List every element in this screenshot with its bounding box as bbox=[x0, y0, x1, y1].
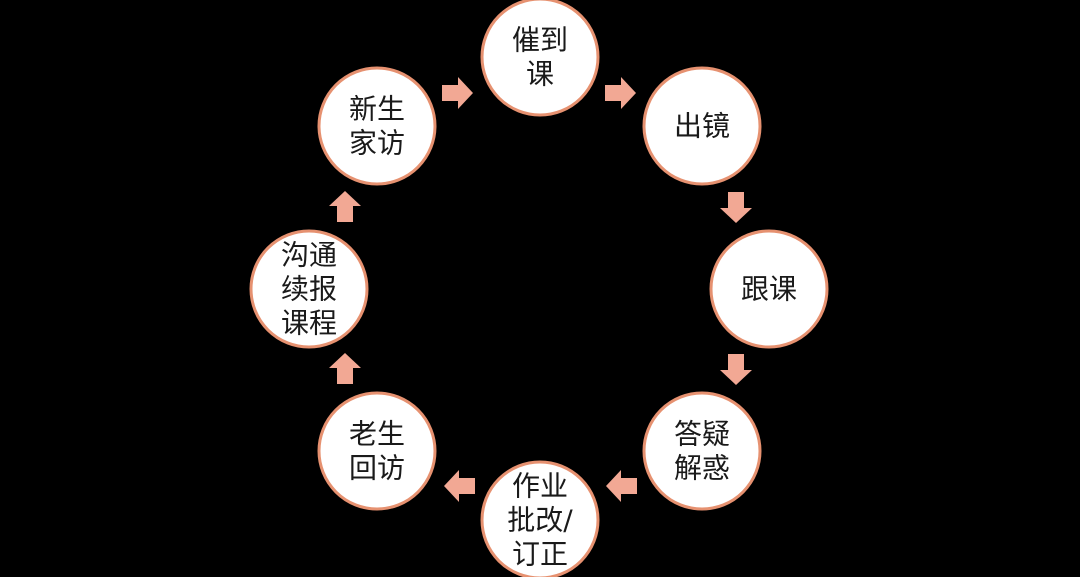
node-label-line: 催到 bbox=[512, 24, 568, 57]
node-label-line: 续报 bbox=[281, 273, 337, 306]
node-label-line: 新生 bbox=[349, 93, 405, 126]
node-label-line: 回访 bbox=[349, 452, 405, 485]
node-label-line: 出镜 bbox=[674, 110, 730, 143]
node-circle bbox=[480, 0, 600, 117]
node-circle bbox=[249, 229, 369, 349]
node-label-line: 老生 bbox=[349, 418, 405, 451]
arrow-up-icon bbox=[329, 191, 361, 222]
arrow-right-icon bbox=[605, 77, 636, 109]
node-label-line: 课 bbox=[526, 58, 554, 91]
node-circle bbox=[642, 391, 762, 511]
node-circle bbox=[642, 66, 762, 186]
node-label-line: 解惑 bbox=[674, 452, 730, 485]
node-circle bbox=[317, 66, 437, 186]
node-label-line: 批改/ bbox=[507, 504, 573, 537]
node-genke: 跟课 bbox=[709, 229, 829, 349]
arrows-layer bbox=[329, 77, 752, 502]
node-label-line: 答疑 bbox=[674, 418, 730, 451]
arrow-up-icon bbox=[329, 353, 361, 384]
node-label-line: 订正 bbox=[512, 538, 568, 571]
node-circle bbox=[709, 229, 829, 349]
node-label-line: 作业 bbox=[512, 470, 568, 503]
arrow-down-icon bbox=[720, 354, 752, 385]
node-label-line: 跟课 bbox=[741, 273, 797, 306]
node-circle bbox=[480, 460, 600, 577]
arrow-down-icon bbox=[720, 192, 752, 223]
node-cuidaoke: 催到课 bbox=[480, 0, 600, 117]
node-label-line: 沟通 bbox=[281, 239, 337, 272]
node-label-line: 家访 bbox=[349, 127, 405, 160]
node-chujing: 出镜 bbox=[642, 66, 762, 186]
node-label-line: 课程 bbox=[281, 307, 337, 340]
arrow-right-icon bbox=[442, 77, 473, 109]
node-circle bbox=[317, 391, 437, 511]
arrow-left-icon bbox=[606, 470, 637, 502]
arrow-left-icon bbox=[444, 470, 475, 502]
